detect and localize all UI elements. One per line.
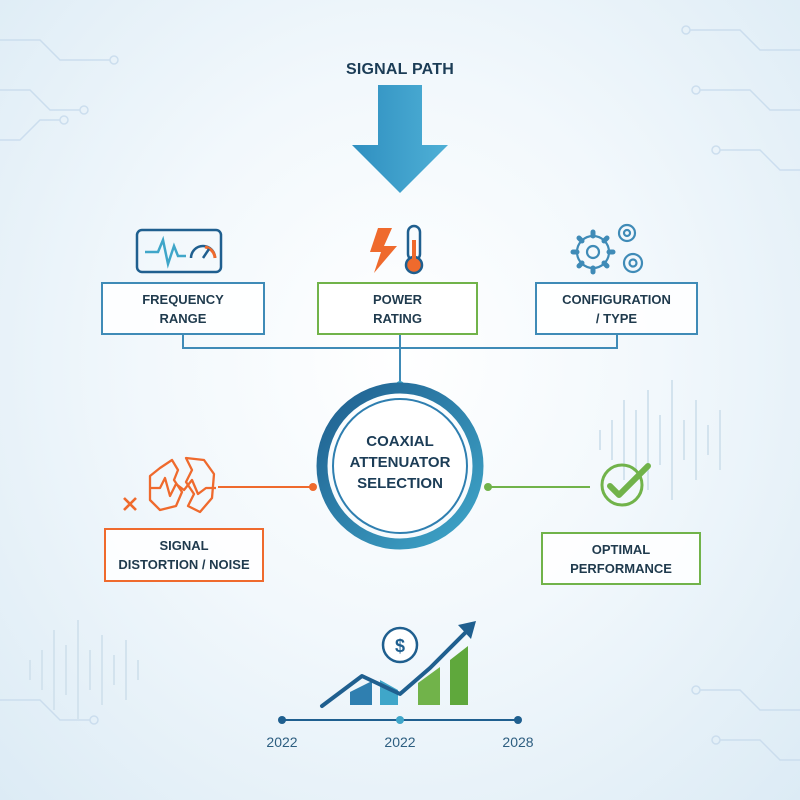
waveform-decoration-right — [599, 380, 721, 500]
circuit-decoration — [0, 25, 800, 761]
power-rating-label: POWER RATING — [372, 291, 423, 326]
dollar-growth-chart-icon: $ — [320, 621, 476, 708]
timeline-year-start: 2022 — [266, 734, 298, 750]
checkmark-icon — [600, 463, 651, 507]
signal-distortion-box: SIGNAL DISTORTION / NOISE — [104, 528, 264, 582]
power-thermometer-icon — [370, 224, 424, 275]
optimal-performance-box: OPTIMAL PERFORMANCE — [541, 532, 701, 585]
signal-arrow — [352, 85, 448, 193]
page-title: SIGNAL PATH — [346, 61, 454, 78]
frequency-range-box: FREQUENCY RANGE — [101, 282, 265, 335]
timeline-year-end: 2028 — [502, 734, 534, 750]
frequency-range-label: FREQUENCY RANGE — [142, 291, 224, 326]
broken-signal-icon — [123, 456, 216, 514]
gears-icon — [570, 223, 644, 275]
connector-dot-right — [484, 483, 492, 491]
timeline-year-middle: 2022 — [384, 734, 416, 750]
power-rating-box: POWER RATING — [317, 282, 478, 335]
svg-text:$: $ — [395, 636, 405, 656]
waveform-decoration-left — [29, 620, 139, 720]
signal-distortion-label: SIGNAL DISTORTION / NOISE — [118, 538, 250, 572]
center-ring — [316, 382, 484, 550]
frequency-meter-icon — [135, 228, 223, 274]
center-label: COAXIAL ATTENUATOR SELECTION — [349, 432, 451, 492]
optimal-performance-label: OPTIMAL PERFORMANCE — [570, 541, 672, 576]
timeline — [278, 716, 522, 724]
connector-dot-left — [309, 483, 317, 491]
configuration-type-label: CONFIGURATION / TYPE — [562, 291, 671, 326]
factor-connectors — [182, 335, 618, 385]
configuration-type-box: CONFIGURATION / TYPE — [535, 282, 698, 335]
